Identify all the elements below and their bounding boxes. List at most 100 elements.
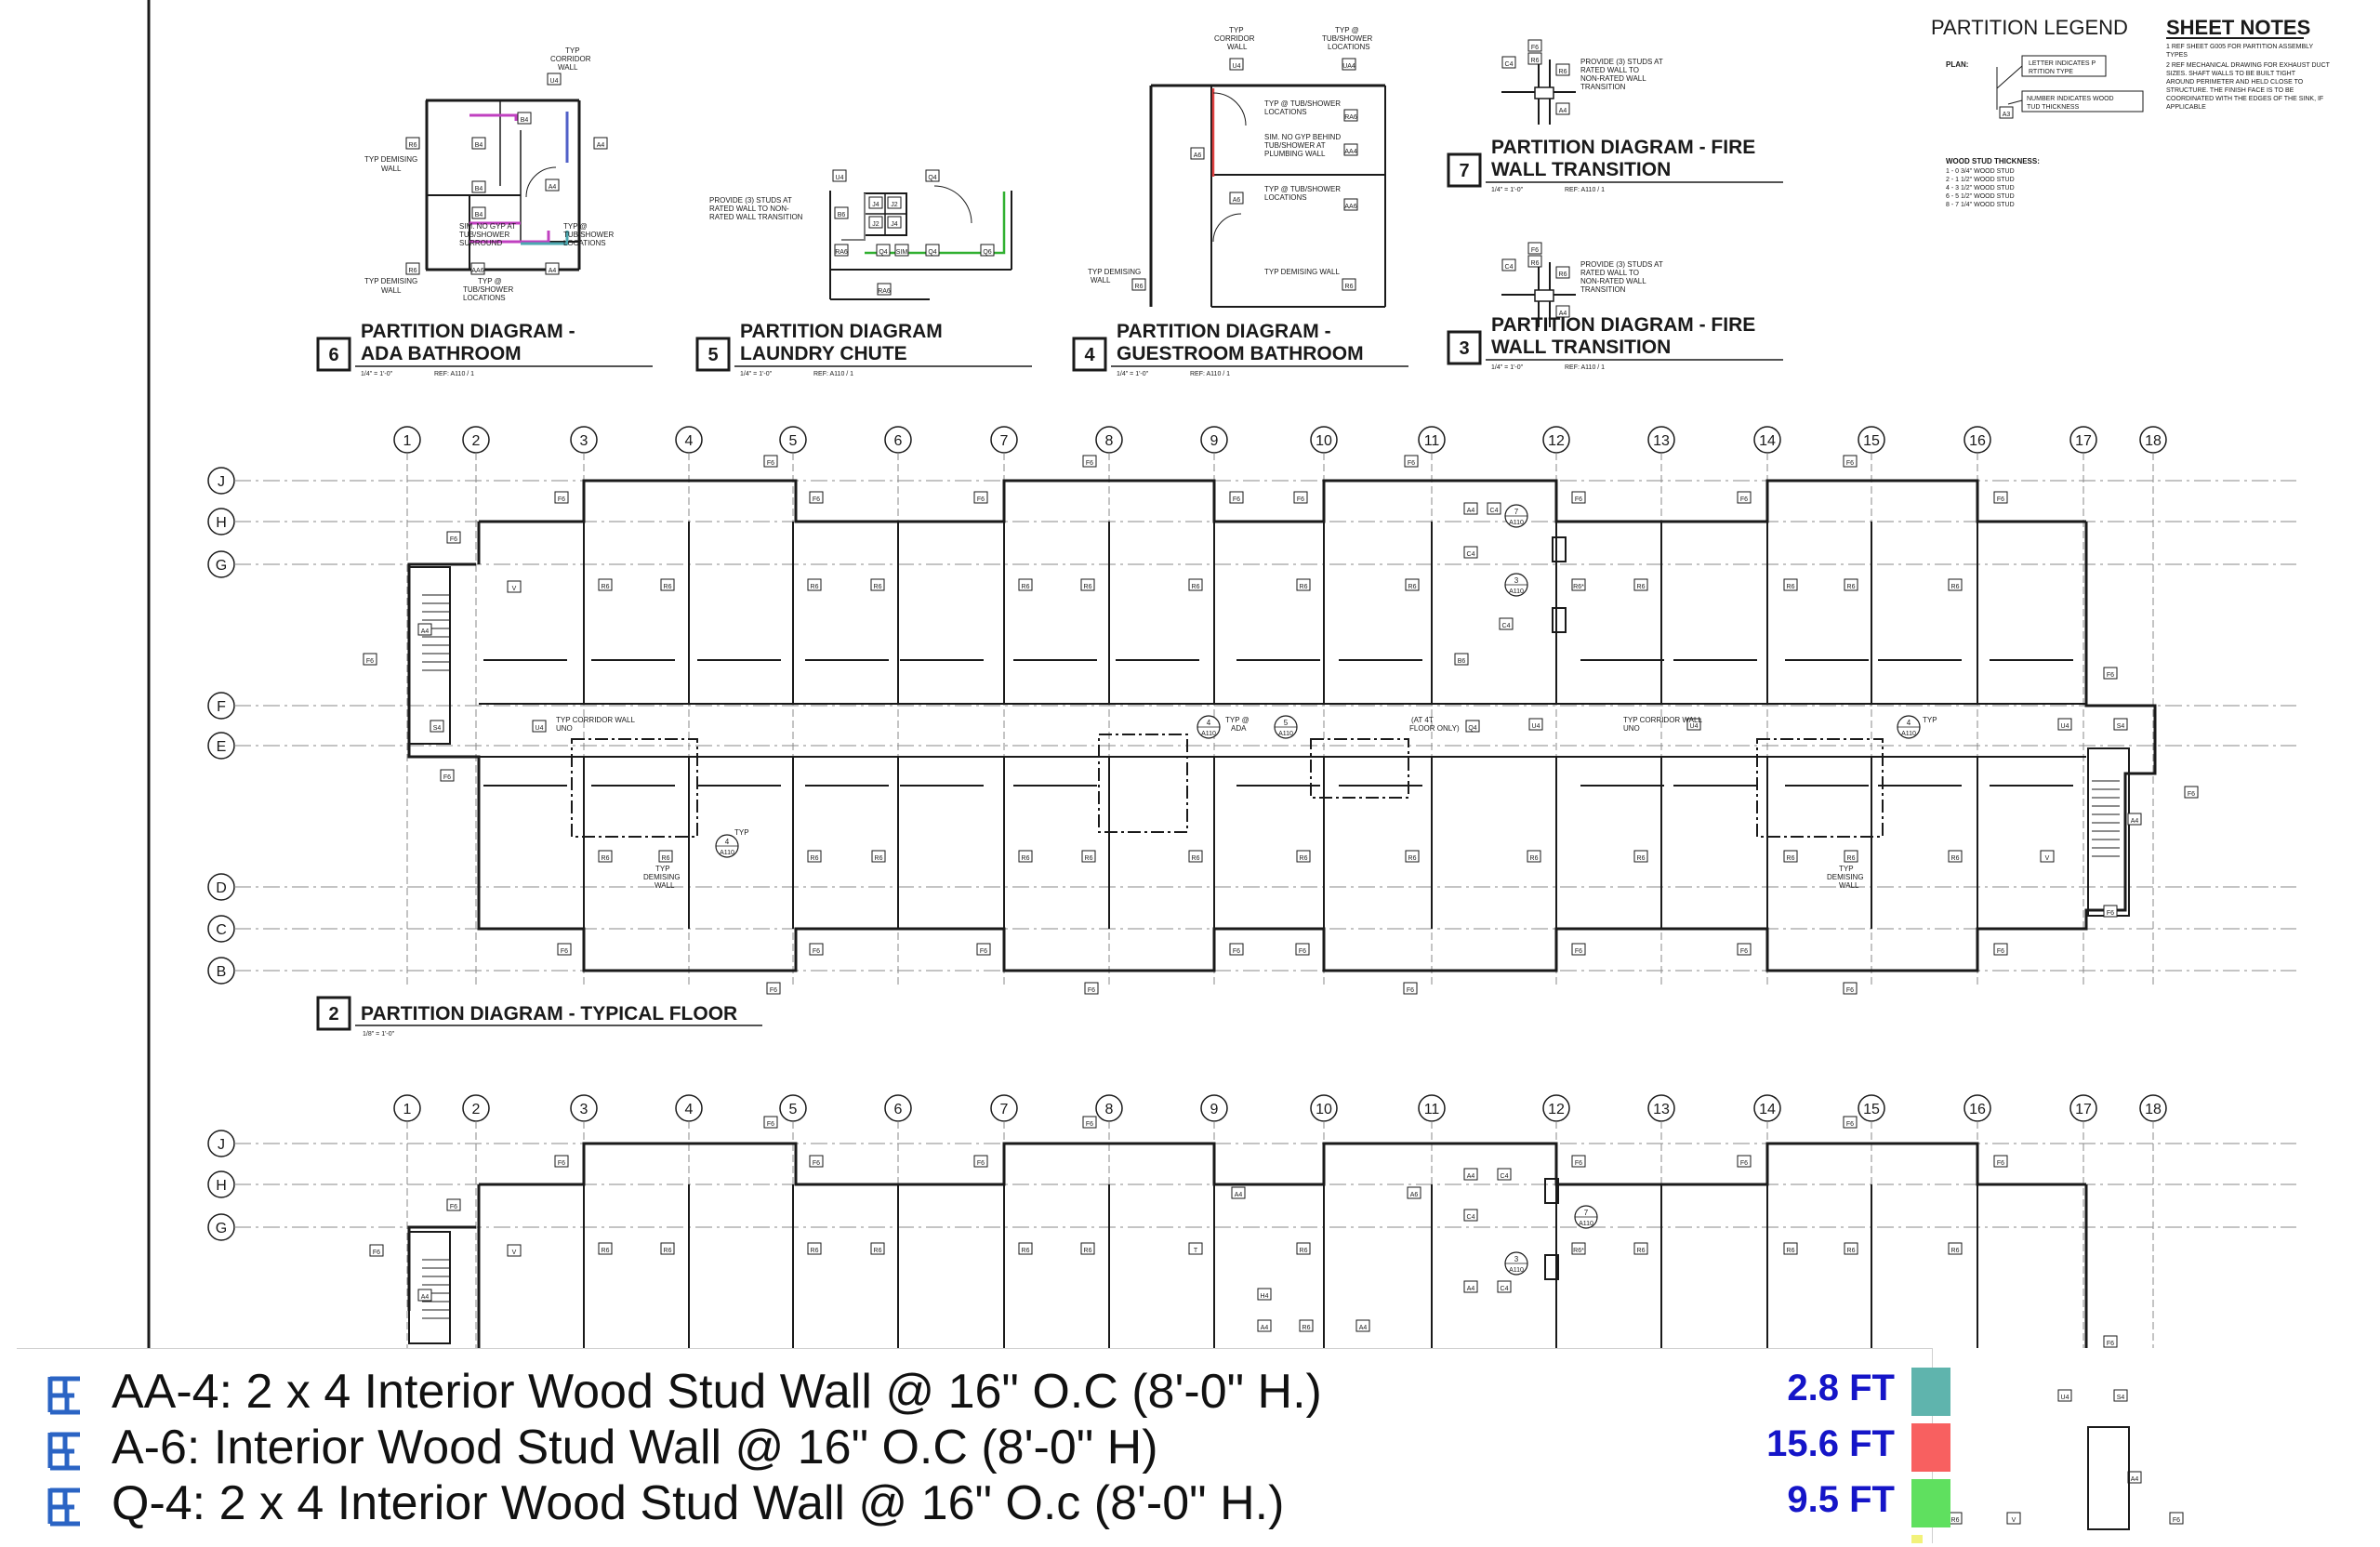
partition-tag [1465, 720, 1480, 733]
partition-tag-label: C4 [1505, 264, 1514, 271]
partition-tag-label: R6 [1084, 1248, 1092, 1254]
detail-callout [1098, 734, 1188, 833]
partition-tag [2103, 905, 2118, 918]
partition-tag [1131, 278, 1146, 291]
partition-tag-label: F6 [1997, 496, 2004, 503]
column-bubble: 15 [1863, 433, 1880, 449]
detail-note: TUB/SHOWER [1322, 34, 1372, 43]
color-swatch[interactable] [1911, 1423, 1950, 1472]
column-bubble: 4 [685, 433, 694, 449]
partition-tag [545, 178, 560, 192]
detail-note: LOCATIONS [463, 294, 506, 302]
partition-tag-label: R6 [1847, 1248, 1856, 1254]
partition-tag [2006, 1512, 2021, 1525]
column-bubble: 7 [1000, 1102, 1009, 1117]
partition-tag [1844, 850, 1858, 863]
fire-wall-pill [1544, 1254, 1559, 1280]
legend-row-partial[interactable] [35, 1529, 1923, 1543]
detail-ref-number: 7 [1514, 508, 1519, 516]
color-swatch[interactable] [1911, 1535, 1923, 1543]
partition-tag [417, 623, 432, 636]
column-bubble: 16 [1969, 433, 1986, 449]
partition-tag [1948, 850, 1963, 863]
partition-tag [554, 491, 569, 504]
partition-tag-label: RA6 [878, 288, 891, 295]
partition-tag [1948, 578, 1963, 591]
partition-tag [430, 720, 444, 733]
partition-tag-label: R6 [662, 855, 670, 862]
partition-tag [1299, 1319, 1314, 1332]
legend-row-a6[interactable]: A-6: Interior Wood Stud Wall @ 16" O.C (… [35, 1418, 1950, 1474]
detail-note: PROVIDE (3) STUDS AT [1580, 260, 1663, 269]
detail-title: PARTITION DIAGRAM - FIRE [1491, 314, 1755, 336]
detail-note: TYP DEMISING [364, 155, 417, 164]
partition-tag [417, 1289, 432, 1302]
legend-callout-box [2021, 90, 2144, 112]
partition-tag-label: F6 [366, 658, 374, 665]
color-swatch[interactable] [1911, 1368, 1950, 1416]
legend-tag: A3 [2003, 112, 2011, 118]
partition-tag-label: F6 [1740, 1160, 1748, 1167]
partition-tag [1082, 1116, 1097, 1129]
partition-tag-label: B4 [475, 212, 483, 218]
partition-tag [1737, 491, 1752, 504]
partition-tag-label: R6 [875, 855, 883, 862]
legend-row-q4[interactable]: Q-4: 2 x 4 Interior Wood Stud Wall @ 16"… [35, 1474, 1950, 1530]
partition-tag [1405, 578, 1420, 591]
column-bubble: 4 [685, 1102, 694, 1117]
row-bubble: G [216, 558, 227, 574]
partition-tag-label: V [2045, 855, 2050, 862]
partition-tag-label: R6 [1637, 1248, 1646, 1254]
column-bubble: 1 [403, 1102, 412, 1117]
column-bubble: 10 [1316, 433, 1332, 449]
partition-tag-label: F6 [1740, 496, 1748, 503]
partition-tag-label: J4 [872, 202, 879, 208]
partition-tag-label: V [2012, 1517, 2016, 1524]
legend-number-note: NUMBER INDICATES WOOD [2027, 96, 2114, 102]
row-bubble: C [216, 922, 227, 938]
partition-tag [1527, 242, 1542, 255]
partition-tag-label: A6 [1410, 1192, 1419, 1198]
partition-tag [1783, 578, 1798, 591]
partition-tag-label: R6 [1951, 584, 1960, 590]
detail-ref-number: 4 [725, 838, 730, 846]
partition-tag [1229, 192, 1244, 205]
partition-tag-label: R6 [1847, 584, 1856, 590]
detail-note: WALL [558, 63, 578, 72]
column-bubble: 8 [1105, 433, 1114, 449]
plan-note: TYP CORRIDOR WALL [556, 716, 635, 724]
partition-tag [1555, 266, 1570, 279]
row-bubble: B [217, 964, 227, 980]
partition-tag [1343, 109, 1358, 122]
partition-tag [809, 943, 824, 956]
column-bubble: 12 [1548, 1102, 1565, 1117]
legend-row-aa4[interactable]: AA-4: 2 x 4 Interior Wood Stud Wall @ 16… [35, 1362, 1950, 1419]
partition-tag [1403, 982, 1418, 995]
partition-tag-label: F6 [1846, 1121, 1854, 1128]
partition-tag [363, 653, 377, 666]
detail-number: 3 [1459, 338, 1469, 359]
fire-wall-pill [1552, 536, 1567, 562]
partition-tag-label: F6 [813, 496, 820, 503]
stud-line: 4 - 3 1/2" WOOD STUD [1946, 185, 2015, 192]
partition-tag [1843, 982, 1858, 995]
partition-tag [471, 180, 486, 193]
color-swatch[interactable] [1911, 1479, 1950, 1527]
column-bubble: 3 [580, 433, 588, 449]
partition-tag-label: T [1194, 1248, 1198, 1254]
detail-note: NON-RATED WALL [1580, 277, 1646, 285]
partition-tag [1463, 1168, 1478, 1181]
partition-tag [1293, 491, 1308, 504]
row-bubble: H [216, 515, 227, 531]
partition-tag-label: R6 [1530, 855, 1539, 862]
partition-tag-label: Q4 [879, 249, 887, 256]
detail-note: PROVIDE (3) STUDS AT [1580, 58, 1663, 66]
detail-note: LOCATIONS [1264, 108, 1307, 116]
stud-line: 8 - 7 1/4" WOOD STUD [1946, 202, 2015, 208]
partition-tag-label: U4 [2061, 723, 2069, 730]
partition-tag [1737, 1155, 1752, 1168]
partition-tag [1188, 850, 1203, 863]
partition-tag [1257, 1288, 1272, 1301]
partition-tag [1404, 455, 1419, 468]
